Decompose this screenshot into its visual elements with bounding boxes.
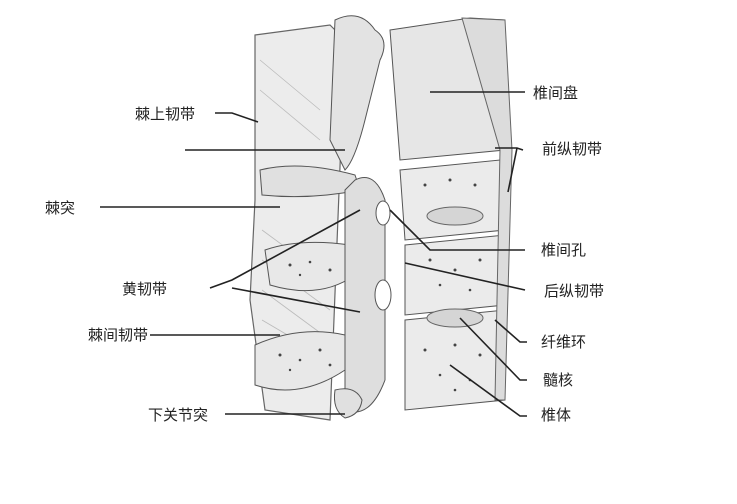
label-annulus-fibrosus: 纤维环 [541,333,587,351]
label-nucleus-pulposus: 髓核 [543,371,574,389]
label-anterior-longitudinal-ligament: 前纵韧带 [542,140,603,158]
label-supraspinous-ligament: 棘上韧带 [135,105,196,123]
label-interspinous-ligament: 棘间韧带 [88,326,149,344]
label-intervertebral-foramen: 椎间孔 [541,241,587,259]
label-posterior-longitudinal-ligament: 后纵韧带 [544,282,605,300]
label-intervertebral-disc: 椎间盘 [533,84,579,102]
label-inferior-articular-process: 下关节突 [148,406,209,424]
label-vertebral-body: 椎体 [541,406,572,424]
label-ligamentum-flavum: 黄韧带 [122,280,168,298]
label-spinous-process: 棘突 [45,199,76,217]
